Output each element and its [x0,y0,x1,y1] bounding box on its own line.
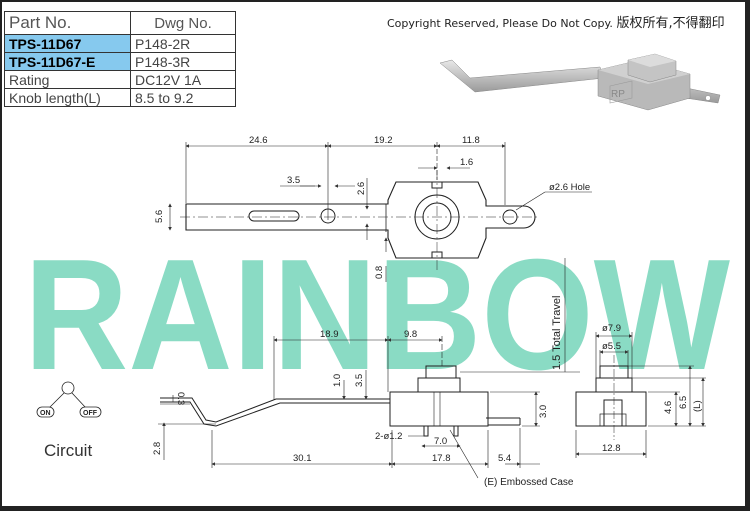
top-view [168,142,592,282]
dim-2-phi-1-2: 2-ø1.2 [375,431,402,442]
dim-24-6: 24.6 [249,135,268,146]
dim-4-6: 4.6 [663,401,674,414]
dim-18-9: 18.9 [320,329,339,340]
dim-0-3: 0.3 [175,392,186,405]
side-view [158,258,580,479]
rating-label: Rating [4,70,131,89]
part-no-cell: TPS-11D67-E [4,52,131,71]
dim-3-5: 3.5 [287,175,300,186]
copyright-notice: Copyright Reserved, Please Do Not Copy. … [387,12,725,31]
dim-5-6: 5.6 [154,210,165,223]
copyright-en: Copyright Reserved, Please Do Not Copy. [387,17,613,30]
dim-11-8: 11.8 [462,135,480,146]
dim-side-3-5: 3.5 [354,374,365,387]
dim-1-6: 1.6 [460,157,473,168]
knob-length-label: Knob length(L) [4,88,131,107]
spec-table-header: Part No. Dwg No. [4,11,236,35]
dim-1-0: 1.0 [332,374,343,387]
circuit-label: Circuit [44,441,92,460]
spec-row: TPS-11D67 P148-2R [4,34,236,53]
rainbow-watermark: RAINBOW [24,227,730,403]
dim-2-6: 2.6 [356,182,367,195]
dim-phi-5-5: ø5.5 [602,341,621,352]
dwg-no-header: Dwg No. [130,11,236,35]
embossed-case-label: (E) Embossed Case [484,477,574,488]
dim-6-5: 6.5 [678,396,689,409]
dim-2-8: 2.8 [152,442,163,455]
dim-17-8: 17.8 [432,453,451,464]
dim-phi-7-9: ø7.9 [602,323,621,334]
circuit-symbol [36,381,102,418]
spec-table: Part No. Dwg No. TPS-11D67 P148-2R TPS-1… [4,11,236,107]
knob-length-value: 8.5 to 9.2 [130,88,236,107]
dim-30-1: 30.1 [293,453,312,464]
dim-12-8: 12.8 [602,443,621,454]
end-view [575,332,706,458]
total-travel-label: 1.5 Total Travel [551,296,563,370]
dwg-no-cell: P148-3R [130,52,236,71]
dim-9-8: 9.8 [404,329,417,340]
spec-row: TPS-11D67-E P148-3R [4,52,236,71]
spec-row: Knob length(L) 8.5 to 9.2 [4,88,236,107]
dim-19-2: 19.2 [374,135,393,146]
dim-3-0: 3.0 [538,405,549,418]
dim-0-8: 0.8 [374,266,385,279]
dim-hole: ø2.6 Hole [549,182,590,193]
circuit-on-label: ON [40,410,51,417]
dim-5-4: 5.4 [498,453,511,464]
product-render: RP [439,53,721,111]
dim-7-0: 7.0 [434,436,447,447]
part-no-cell: TPS-11D67 [4,34,131,53]
copyright-cn: 版权所有,不得翻印 [616,16,725,31]
circuit-off-label: OFF [83,410,98,417]
dim-knob-l: (L) [692,400,703,412]
product-mark: RP [611,89,625,100]
